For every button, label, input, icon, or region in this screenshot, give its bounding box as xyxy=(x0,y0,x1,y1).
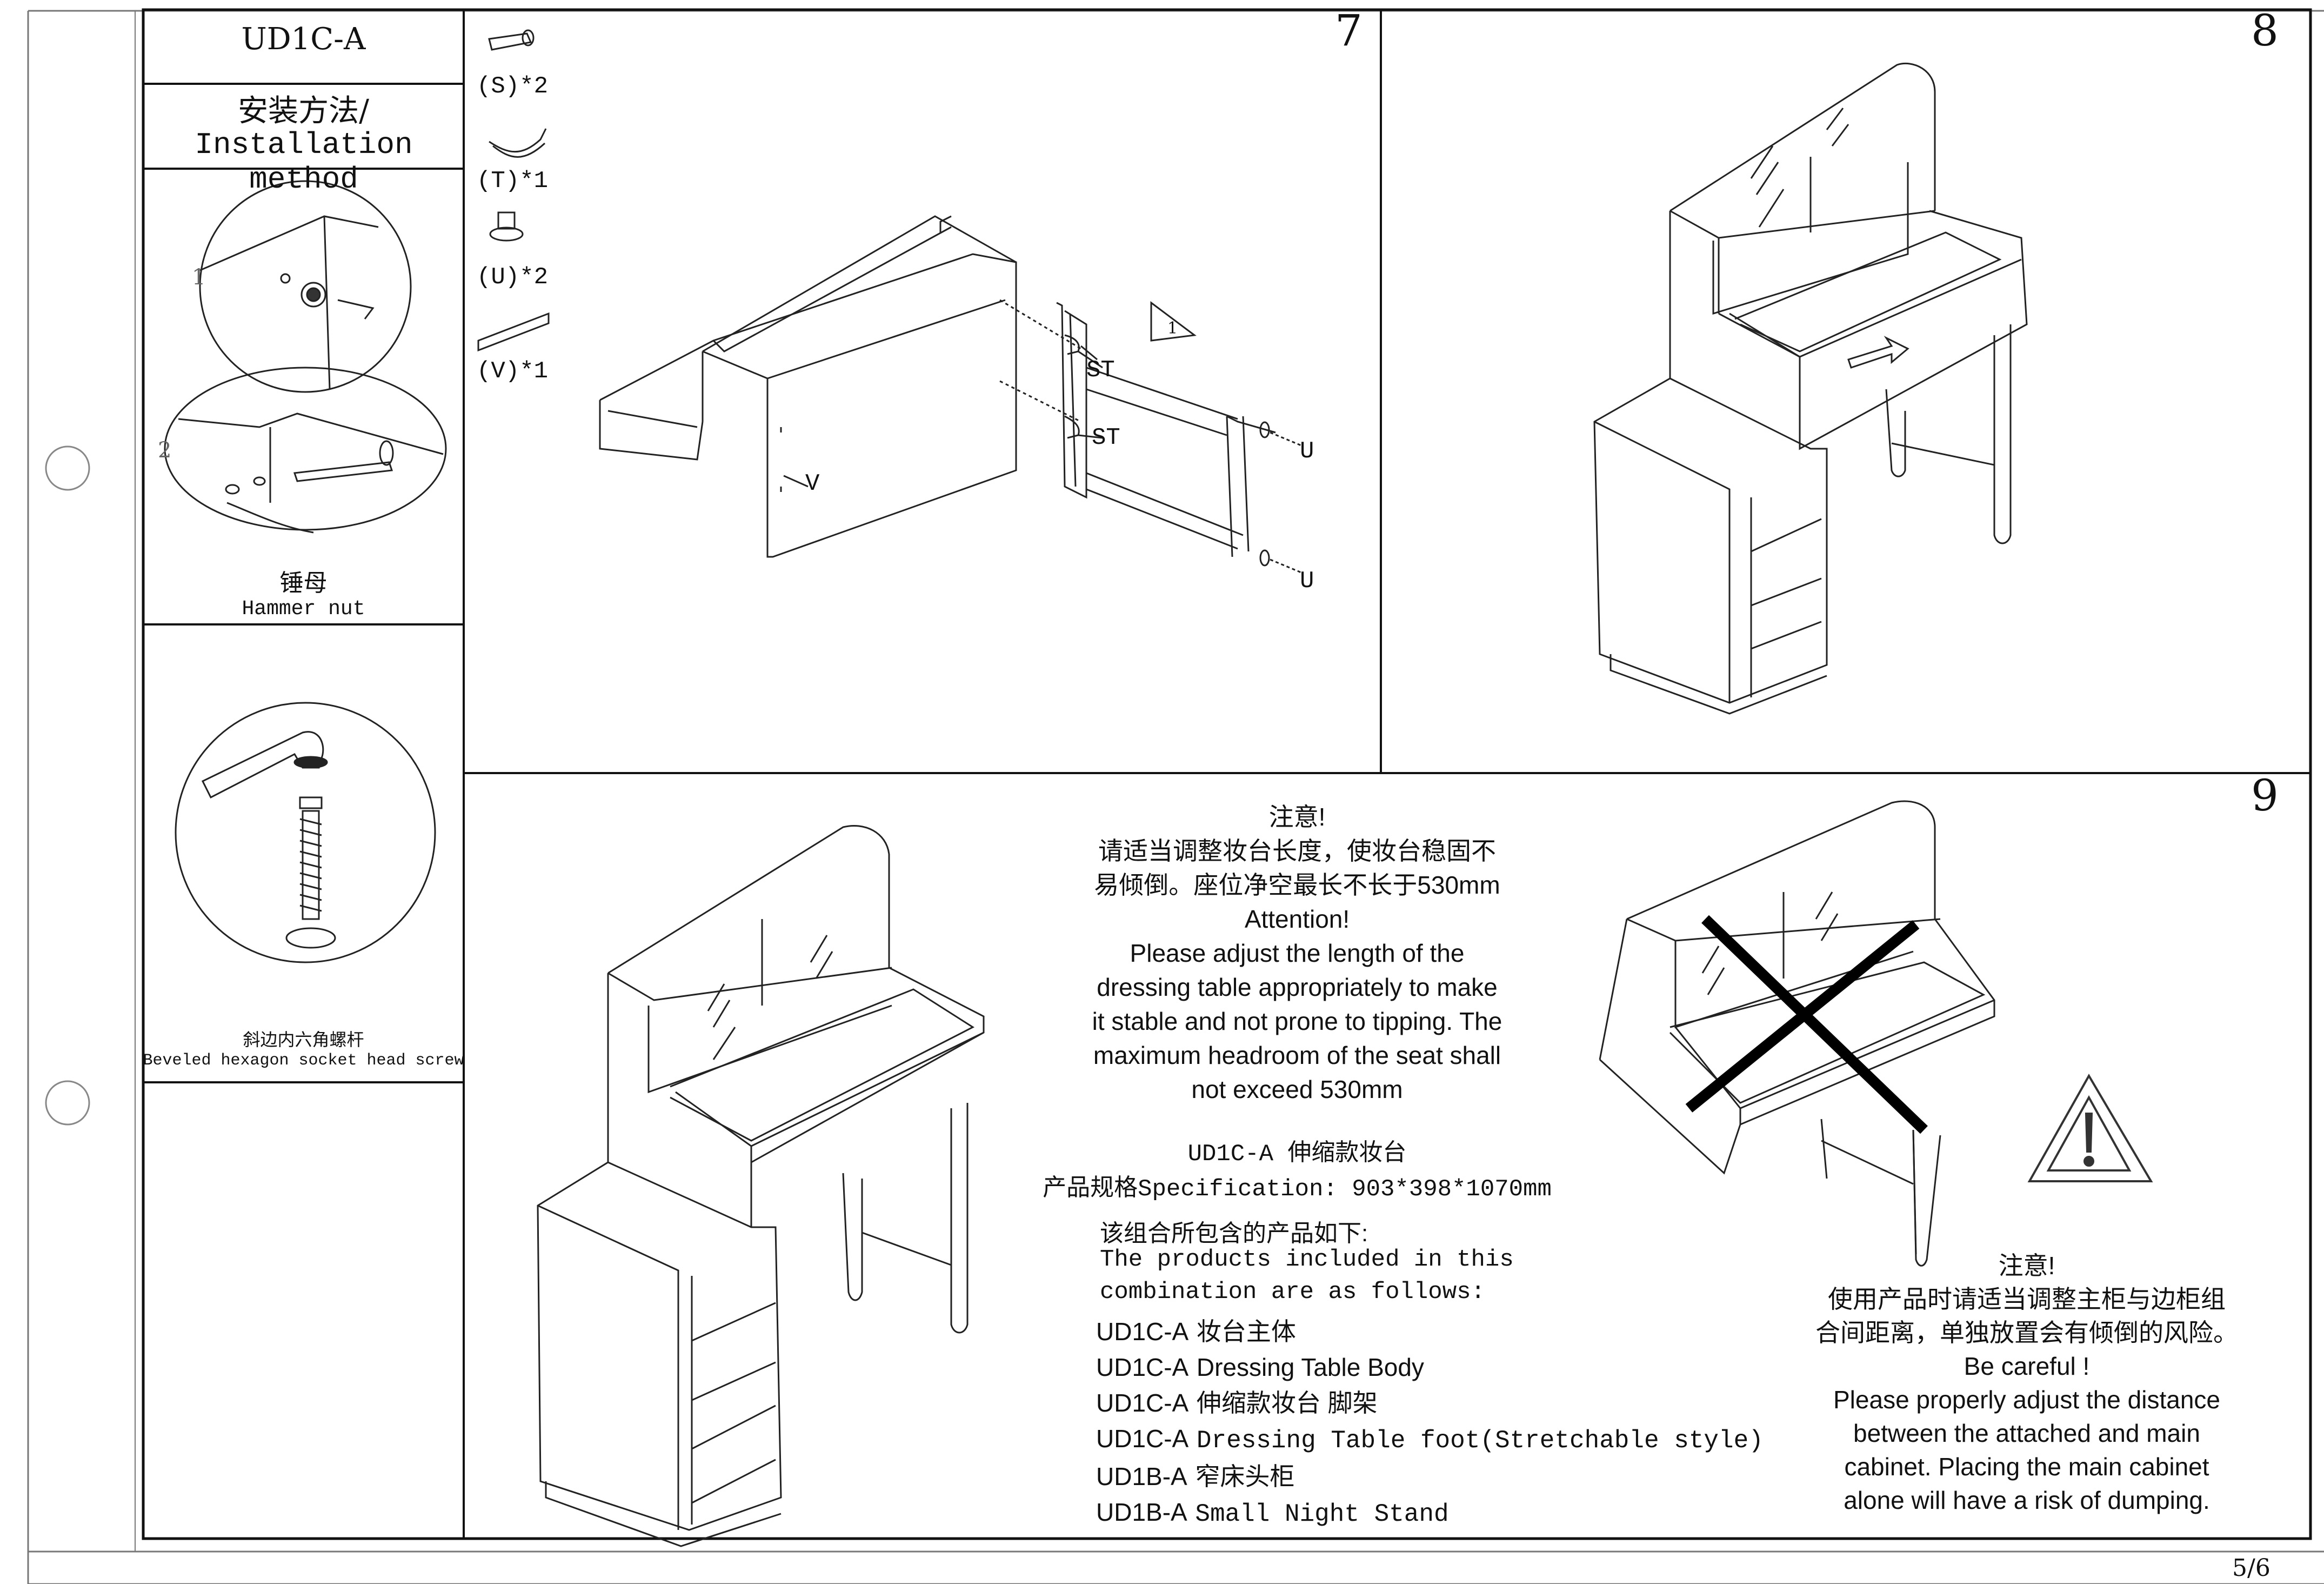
careful-en-line-3: cabinet. Placing the main cabinet xyxy=(1844,1453,2209,1481)
attention-zh-title: 注意! xyxy=(1268,803,1326,831)
label-st-2: ST xyxy=(1092,424,1120,451)
attention-block: 注意! 请适当调整妆台长度，使妆台稳固不 易倾倒。座位净空最长不长于530mm … xyxy=(1016,800,1578,1107)
product-spec-line: 产品规格Specification: 903*398*1070mm xyxy=(1005,1168,1589,1203)
part-t-label: (T)*1 xyxy=(477,168,549,195)
hex-screw-detail-drawing xyxy=(175,702,436,963)
careful-block: 注意! 使用产品时请适当调整主柜与边柜组 合间距离，单独放置会有倾倒的风险。 B… xyxy=(1778,1249,2275,1517)
big-x-mark xyxy=(1685,915,1928,1134)
page-number: 5/6 xyxy=(2232,1554,2270,1582)
careful-zh-line-1: 使用产品时请适当调整主柜与边柜组 xyxy=(1828,1285,2226,1313)
step9-number: 9 xyxy=(2251,770,2279,821)
careful-zh-line-2: 合间距离，单独放置会有倾倒的风险。 xyxy=(1815,1319,2238,1347)
part-u-label: (U)*2 xyxy=(477,264,549,291)
attention-en-line-3: it stable and not prone to tipping. The xyxy=(1092,1007,1502,1035)
step9-correct-drawing xyxy=(537,824,985,1547)
parts-icons xyxy=(477,29,550,352)
label-v: V xyxy=(805,470,820,497)
product-items-list: UD1C-A 妆台主体 UD1C-A Dressing Table Body U… xyxy=(1096,1314,1764,1532)
careful-zh-title: 注意! xyxy=(1998,1252,2055,1280)
warning-triangle-icon xyxy=(2027,1073,2153,1182)
screw-label-zh: 斜边内六角螺杆 xyxy=(243,1029,364,1050)
screw-label-en: Beveled hexagon socket head screw xyxy=(143,1051,464,1070)
install-heading-en: Installation method xyxy=(195,128,413,197)
detail-marker-1: 1 xyxy=(192,265,206,290)
install-heading-zh: 安装方法/ xyxy=(238,94,369,129)
hammer-nut-label-zh: 锤母 xyxy=(279,569,328,597)
list-item: UD1B-A Small Night Stand xyxy=(1096,1498,1449,1528)
product-spec-en: Specification: 903*398*1070mm xyxy=(1138,1176,1552,1203)
list-item: UD1C-A Dressing Table Body xyxy=(1096,1353,1424,1381)
product-name-line: UD1C-A 伸缩款妆台 xyxy=(1187,1141,1407,1168)
punch-hole-top xyxy=(45,445,90,491)
hammer-nut-label-en: Hammer nut xyxy=(242,597,365,621)
attention-zh-line-1: 请适当调整妆台长度，使妆台稳固不 xyxy=(1098,837,1496,865)
list-item: UD1C-A 妆台主体 xyxy=(1096,1317,1296,1346)
attention-en-line-2: dressing table appropriately to make xyxy=(1097,973,1498,1001)
product-spec-zh: 产品规格 xyxy=(1043,1174,1138,1201)
careful-en-line-4: alone will have a risk of dumping. xyxy=(1844,1486,2210,1514)
warning-step7-number: 1 xyxy=(1167,319,1178,338)
step7-drawing xyxy=(599,215,1303,574)
step7-number: 7 xyxy=(1335,5,1363,56)
part-v-label: (V)*1 xyxy=(477,358,549,385)
label-u-1: U xyxy=(1300,438,1314,465)
list-item: UD1B-A 窄床头柜 xyxy=(1096,1462,1295,1490)
attention-zh-line-2: 易倾倒。座位净空最长不长于530mm xyxy=(1094,871,1500,899)
careful-en-line-1: Please properly adjust the distance xyxy=(1833,1386,2220,1414)
step8-number: 8 xyxy=(2251,5,2279,56)
step8-drawing xyxy=(1593,62,2028,715)
hammer-nut-detail-drawing xyxy=(164,180,447,534)
product-includes-en-2: combination are as follows: xyxy=(1100,1279,1485,1306)
punch-hole-bottom xyxy=(45,1080,90,1126)
part-s-label: (S)*2 xyxy=(477,73,549,100)
careful-en-title: Be careful ! xyxy=(1964,1352,2090,1380)
list-item: UD1C-A 伸缩款妆台 脚架 xyxy=(1096,1389,1378,1417)
product-includes-en-1: The products included in this xyxy=(1100,1246,1514,1273)
attention-en-line-1: Please adjust the length of the xyxy=(1130,939,1465,967)
step9-incorrect-drawing xyxy=(1599,800,1995,1267)
careful-en-line-2: between the attached and main xyxy=(1853,1419,2200,1447)
attention-en-title: Attention! xyxy=(1244,905,1350,933)
label-u-2: U xyxy=(1300,568,1314,595)
list-item: UD1C-A Dressing Table foot(Stretchable s… xyxy=(1096,1425,1764,1455)
label-st-1: ST xyxy=(1086,357,1115,384)
product-includes-zh: 该组合所包含的产品如下: xyxy=(1100,1220,1368,1247)
attention-en-line-4: maximum headroom of the seat shall xyxy=(1093,1041,1501,1069)
detail-marker-2: 2 xyxy=(158,438,172,463)
model-label: UD1C-A xyxy=(241,22,366,57)
attention-en-line-5: not exceed 530mm xyxy=(1191,1075,1403,1103)
